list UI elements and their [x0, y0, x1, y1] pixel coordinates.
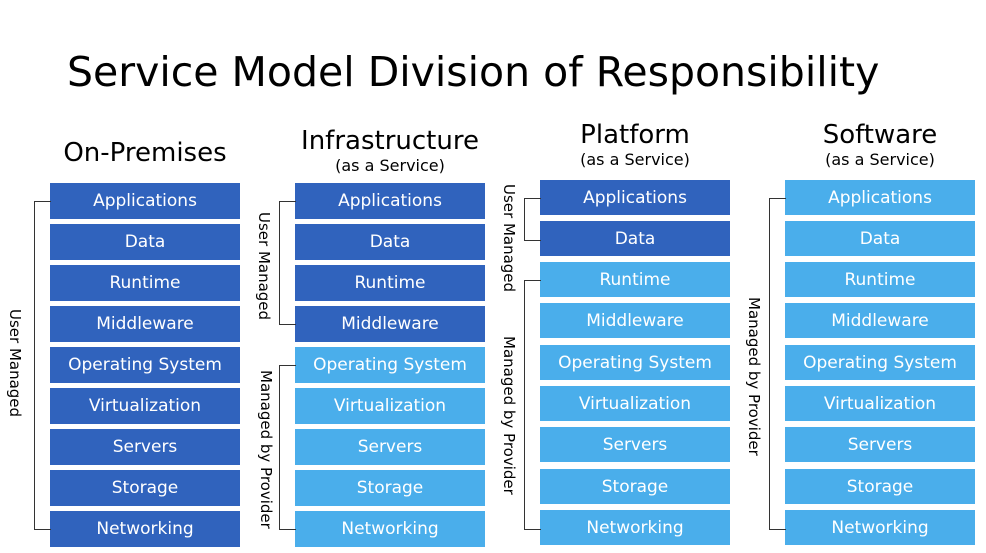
layer-runtime: Runtime [785, 262, 975, 297]
bracket-paas-provider [524, 280, 541, 530]
column-title: On-Premises [63, 138, 227, 168]
layer-data: Data [785, 221, 975, 256]
layer-storage: Storage [295, 470, 485, 506]
layer-servers: Servers [785, 427, 975, 462]
column-header-paas: Platform (as a Service) [540, 120, 730, 170]
layer-storage: Storage [50, 470, 240, 506]
label-iaas-managed-by-provider: Managed by Provider [257, 370, 275, 529]
layer-networking: Networking [50, 511, 240, 547]
column-header-on-premises: On-Premises [50, 138, 240, 168]
layer-runtime: Runtime [540, 262, 730, 297]
layer-storage: Storage [785, 469, 975, 504]
column-title: Software [822, 120, 938, 150]
layer-operating-system: Operating System [785, 345, 975, 380]
column-subtitle: (as a Service) [825, 150, 935, 169]
label-saas-managed-by-provider: Managed by Provider [745, 297, 763, 456]
layer-networking: Networking [540, 510, 730, 545]
layer-middleware: Middleware [50, 306, 240, 342]
column-subtitle: (as a Service) [335, 156, 445, 175]
layer-operating-system: Operating System [295, 347, 485, 383]
layer-servers: Servers [50, 429, 240, 465]
layer-data: Data [540, 221, 730, 256]
layer-applications: Applications [295, 183, 485, 219]
column-subtitle: (as a Service) [580, 150, 690, 169]
layer-networking: Networking [295, 511, 485, 547]
column-header-saas: Software (as a Service) [785, 120, 975, 170]
layer-storage: Storage [540, 469, 730, 504]
layer-runtime: Runtime [50, 265, 240, 301]
layer-operating-system: Operating System [50, 347, 240, 383]
layer-virtualization: Virtualization [785, 386, 975, 421]
layer-servers: Servers [540, 427, 730, 462]
layer-data: Data [295, 224, 485, 260]
layer-runtime: Runtime [295, 265, 485, 301]
layer-servers: Servers [295, 429, 485, 465]
layer-virtualization: Virtualization [50, 388, 240, 424]
layer-virtualization: Virtualization [540, 386, 730, 421]
layer-applications: Applications [785, 180, 975, 215]
layer-networking: Networking [785, 510, 975, 545]
layer-operating-system: Operating System [540, 345, 730, 380]
bracket-iaas-provider [279, 365, 296, 530]
layer-middleware: Middleware [540, 303, 730, 338]
layer-applications: Applications [540, 180, 730, 215]
page-title: Service Model Division of Responsibility [67, 48, 880, 96]
column-title: Platform [580, 120, 690, 150]
label-on-premises-user-managed: User Managed [6, 309, 24, 418]
layer-virtualization: Virtualization [295, 388, 485, 424]
column-title: Infrastructure [301, 126, 479, 156]
bracket-iaas-user [279, 201, 296, 325]
label-paas-managed-by-provider: Managed by Provider [500, 336, 518, 495]
bracket-on-premises-user [34, 201, 51, 530]
layer-data: Data [50, 224, 240, 260]
layer-middleware: Middleware [295, 306, 485, 342]
label-iaas-user-managed: User Managed [255, 212, 273, 321]
bracket-paas-user [524, 198, 541, 241]
label-paas-user-managed: User Managed [500, 184, 518, 293]
column-header-iaas: Infrastructure (as a Service) [283, 126, 497, 176]
layer-applications: Applications [50, 183, 240, 219]
layer-middleware: Middleware [785, 303, 975, 338]
bracket-saas-provider [769, 198, 786, 530]
